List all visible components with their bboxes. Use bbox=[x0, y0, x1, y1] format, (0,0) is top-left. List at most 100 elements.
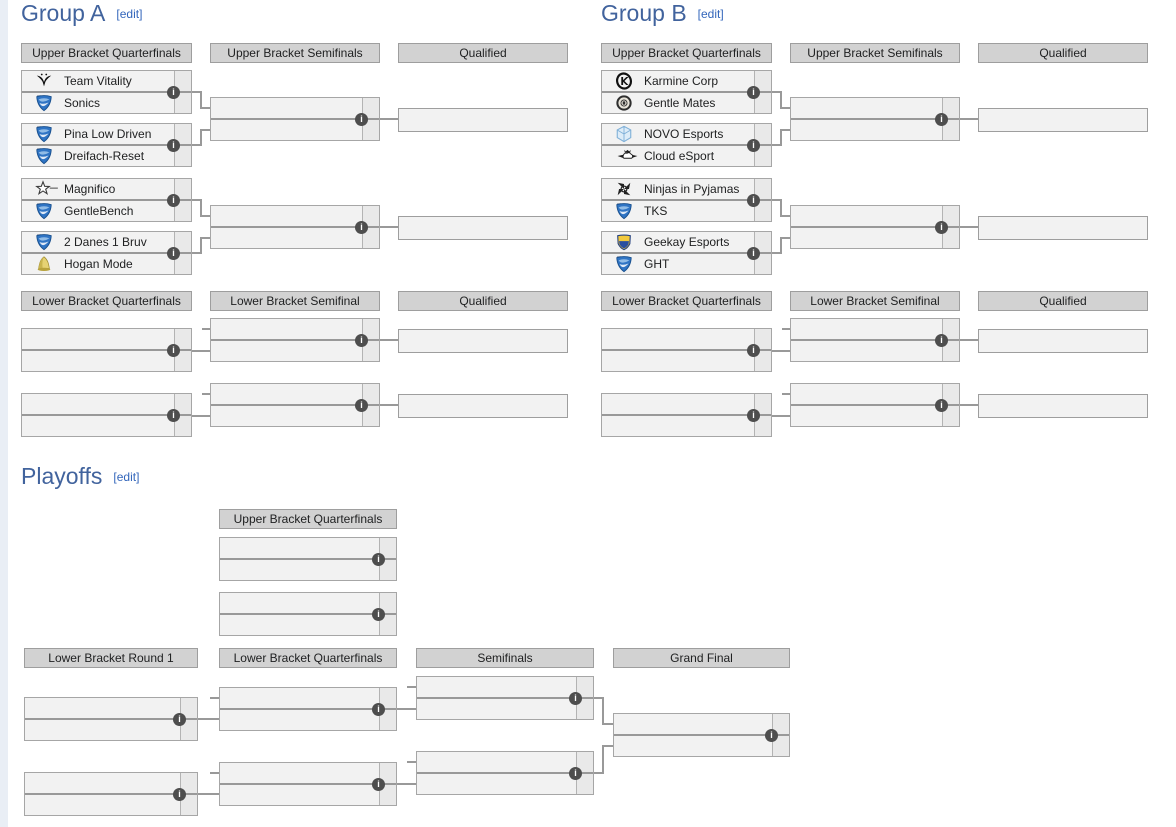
connector-line bbox=[781, 237, 790, 239]
match-info-icon[interactable]: i bbox=[747, 247, 760, 260]
empty-team-slot bbox=[791, 384, 942, 404]
empty-team-slot bbox=[25, 698, 180, 718]
match-b-ubqf-2: NOVO Esports Cloud eSport i bbox=[601, 123, 772, 167]
empty-team-slot bbox=[211, 98, 362, 118]
info-glyph: i bbox=[172, 87, 175, 97]
rl-shield-icon bbox=[35, 202, 53, 220]
match-info-icon[interactable]: i bbox=[167, 139, 180, 152]
team-row-tks[interactable]: TKS bbox=[602, 201, 754, 221]
info-glyph: i bbox=[377, 609, 380, 619]
match-info-icon[interactable]: i bbox=[355, 334, 368, 347]
qualified-slot-a-ub2 bbox=[398, 216, 568, 240]
connector-line bbox=[781, 215, 790, 217]
match-divider bbox=[220, 613, 396, 615]
team-row-ght[interactable]: GHT bbox=[602, 254, 754, 274]
team-name: Gentle Mates bbox=[644, 96, 716, 110]
match-info-icon[interactable]: i bbox=[935, 334, 948, 347]
info-glyph: i bbox=[940, 335, 943, 345]
connector-line bbox=[602, 723, 613, 725]
info-glyph: i bbox=[940, 400, 943, 410]
match-info-icon[interactable]: i bbox=[372, 703, 385, 716]
team-row-team-vitality[interactable]: Team Vitality bbox=[22, 71, 174, 91]
team-row-hogan-mode[interactable]: Hogan Mode bbox=[22, 254, 174, 274]
team-row-sonics[interactable]: Sonics bbox=[22, 93, 174, 113]
empty-team-slot bbox=[211, 120, 362, 140]
section-title: Group B bbox=[601, 0, 687, 26]
empty-team-slot bbox=[25, 773, 180, 793]
edit-link[interactable]: [edit] bbox=[697, 7, 724, 21]
match-info-icon[interactable]: i bbox=[167, 409, 180, 422]
match-info-icon[interactable]: i bbox=[935, 113, 948, 126]
match-divider bbox=[211, 118, 379, 120]
match-info-icon[interactable]: i bbox=[355, 399, 368, 412]
info-glyph: i bbox=[172, 345, 175, 355]
team-row-dreifach-reset[interactable]: Dreifach-Reset bbox=[22, 146, 174, 166]
team-row-novo-esports[interactable]: NOVO Esports bbox=[602, 124, 754, 144]
match-info-icon[interactable]: i bbox=[173, 713, 186, 726]
match-info-icon[interactable]: i bbox=[167, 247, 180, 260]
match-info-icon[interactable]: i bbox=[355, 221, 368, 234]
match-info-icon[interactable]: i bbox=[747, 139, 760, 152]
edit-link[interactable]: [edit] bbox=[113, 470, 140, 484]
connector-stub bbox=[782, 393, 790, 395]
match-info-icon[interactable]: i bbox=[935, 221, 948, 234]
match-info-icon[interactable]: i bbox=[167, 86, 180, 99]
connector-line bbox=[192, 199, 202, 201]
match-b-lbsf-1: i bbox=[790, 318, 960, 362]
empty-team-slot bbox=[791, 98, 942, 118]
info-glyph: i bbox=[172, 410, 175, 420]
connector-stub bbox=[210, 697, 219, 699]
info-glyph: i bbox=[377, 779, 380, 789]
match-info-icon[interactable]: i bbox=[747, 344, 760, 357]
match-info-icon[interactable]: i bbox=[372, 553, 385, 566]
info-glyph: i bbox=[752, 410, 755, 420]
match-info-icon[interactable]: i bbox=[569, 692, 582, 705]
match-info-icon[interactable]: i bbox=[372, 608, 385, 621]
match-info-icon[interactable]: i bbox=[747, 409, 760, 422]
empty-team-slot bbox=[22, 394, 174, 414]
match-info-icon[interactable]: i bbox=[765, 729, 778, 742]
match-info-icon[interactable]: i bbox=[935, 399, 948, 412]
info-glyph: i bbox=[752, 140, 755, 150]
match-info-icon[interactable]: i bbox=[167, 344, 180, 357]
match-p-lbqf-2: i bbox=[219, 762, 397, 806]
team-row-gentlebench[interactable]: GentleBench bbox=[22, 201, 174, 221]
round-header-lb-semifinal: Lower Bracket Semifinal bbox=[790, 291, 960, 311]
team-row-geekay-esports[interactable]: Geekay Esports bbox=[602, 232, 754, 252]
info-glyph: i bbox=[360, 114, 363, 124]
empty-team-slot bbox=[602, 351, 754, 371]
match-info-icon[interactable]: i bbox=[569, 767, 582, 780]
match-divider bbox=[211, 339, 379, 341]
empty-team-slot bbox=[220, 560, 379, 580]
qualified-slot-b-ub2 bbox=[978, 216, 1148, 240]
team-row-pina-low-driven[interactable]: Pina Low Driven bbox=[22, 124, 174, 144]
hogan-mode-icon bbox=[35, 255, 53, 273]
match-divider bbox=[211, 226, 379, 228]
match-info-icon[interactable]: i bbox=[173, 788, 186, 801]
edit-link[interactable]: [edit] bbox=[116, 7, 143, 21]
match-divider bbox=[602, 91, 771, 93]
team-row-cloud-esport[interactable]: Cloud eSport bbox=[602, 146, 754, 166]
team-row-2-danes-1-bruv[interactable]: 2 Danes 1 Bruv bbox=[22, 232, 174, 252]
team-row-gentle-mates[interactable]: Gentle Mates bbox=[602, 93, 754, 113]
team-row-ninjas-in-pyjamas[interactable]: Ninjas in Pyjamas bbox=[602, 179, 754, 199]
match-info-icon[interactable]: i bbox=[167, 194, 180, 207]
match-info-icon[interactable]: i bbox=[355, 113, 368, 126]
empty-team-slot bbox=[614, 714, 772, 734]
team-row-karmine-corp[interactable]: Karmine Corp bbox=[602, 71, 754, 91]
match-info-icon[interactable]: i bbox=[747, 194, 760, 207]
info-glyph: i bbox=[377, 554, 380, 564]
match-info-icon[interactable]: i bbox=[747, 86, 760, 99]
empty-team-slot bbox=[25, 720, 180, 740]
group-b-heading: Group B [edit] bbox=[601, 0, 724, 27]
match-divider bbox=[22, 414, 191, 416]
team-row-magnifico[interactable]: Magnifico bbox=[22, 179, 174, 199]
empty-team-slot bbox=[211, 406, 362, 426]
match-info-icon[interactable]: i bbox=[372, 778, 385, 791]
connector-stub bbox=[210, 772, 219, 774]
qualified-slot-b-lb2 bbox=[978, 394, 1148, 418]
match-a-ubqf-1: Team Vitality Sonics i bbox=[21, 70, 192, 114]
connector-line bbox=[397, 708, 416, 710]
team-name: Magnifico bbox=[64, 182, 116, 196]
match-divider bbox=[791, 339, 959, 341]
